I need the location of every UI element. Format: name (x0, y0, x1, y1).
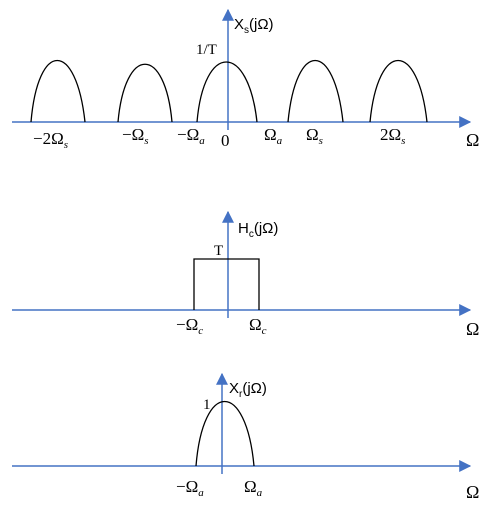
y-axis-label: Xs(jΩ) (234, 16, 274, 36)
spectrum-replica-minus-1 (117, 63, 173, 123)
tick-label-omega-s: Ωs (306, 125, 323, 147)
passband-gain-label: T (214, 243, 223, 259)
x-axis-label: Ω (466, 319, 479, 339)
tick-label-minus-omega-a: −Ωa (176, 477, 204, 499)
panel-lowpass-filter: Hc(jΩ) T Ω −Ωc Ωc (12, 210, 479, 339)
tick-label-2-omega-s: 2Ωs (380, 125, 405, 147)
spectrum-baseband (196, 61, 258, 123)
reconstructed-spectrum-curve (195, 401, 255, 467)
panel-reconstructed-spectrum: Xr(jΩ) 1 Ω −Ωa Ωa (12, 372, 479, 502)
peak-label: 1 (203, 397, 211, 413)
y-axis-label: Hc(jΩ) (238, 220, 278, 240)
tick-label-minus-2-omega-s: −2Ωs (33, 129, 68, 151)
peak-label: 1/T (196, 42, 217, 58)
spectrum-replica-minus-2 (30, 60, 86, 123)
tick-label-omega-a: Ωa (264, 125, 283, 147)
spectrum-replica-plus-2 (369, 60, 428, 123)
tick-label-minus-omega-s: −Ωs (122, 125, 149, 147)
tick-label-minus-omega-a: −Ωa (177, 125, 205, 147)
filter-response-rect (193, 258, 260, 310)
panel-sampled-spectrum: Xs(jΩ) 1/T Ω −2Ωs −Ωs −Ωa 0 Ωa Ωs 2Ωs (12, 8, 479, 151)
spectrum-replica-plus-1 (287, 60, 344, 123)
x-axis-label: Ω (466, 130, 479, 150)
tick-label-omega-a: Ωa (244, 477, 263, 499)
x-axis-label: Ω (466, 482, 479, 502)
y-axis-label: Xr(jΩ) (229, 380, 267, 400)
tick-label-omega-c: Ωc (249, 315, 267, 337)
tick-label-minus-omega-c: −Ωc (176, 315, 203, 337)
tick-label-zero: 0 (221, 131, 230, 150)
